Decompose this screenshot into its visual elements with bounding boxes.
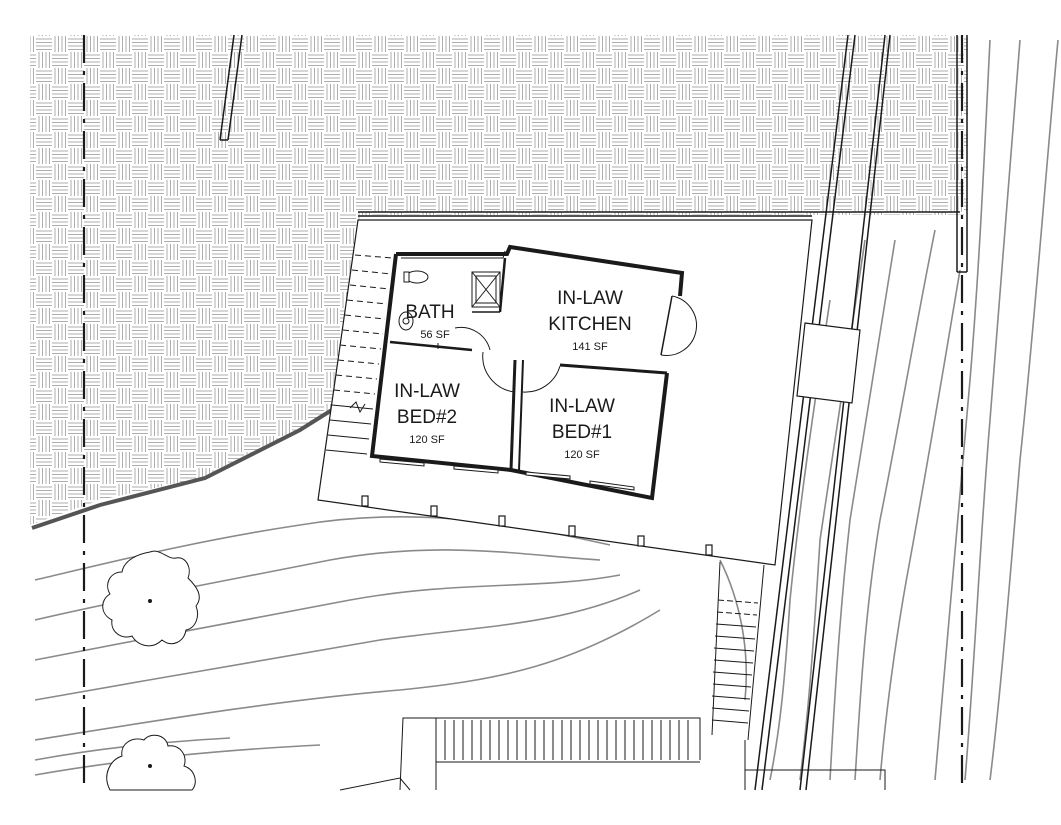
room-label-kitchen: IN-LAW KITCHEN 141 SF	[548, 288, 631, 353]
road-bridge	[796, 322, 861, 404]
side-stairs	[325, 254, 394, 455]
deck-posts	[361, 495, 713, 556]
building-walls	[369, 244, 685, 501]
windows	[379, 458, 635, 491]
bed1-area: 120 SF	[564, 449, 600, 461]
kitchen-name-line2: KITCHEN	[548, 314, 631, 335]
site-edge-line	[31, 406, 337, 530]
bed2-name-line1: IN-LAW	[394, 381, 460, 402]
bath-area: 56 SF	[420, 329, 450, 341]
kitchen-name-line1: IN-LAW	[557, 288, 623, 309]
road-lines	[219, 34, 968, 791]
bath-fixtures	[398, 270, 501, 331]
property-lines	[82, 35, 964, 790]
south-stairs	[711, 561, 765, 741]
room-label-bed1: IN-LAW BED#1 120 SF	[549, 396, 615, 461]
tree-symbol	[102, 550, 200, 647]
lower-stairs	[339, 717, 886, 791]
room-label-bath: BATH 56 SF	[405, 302, 454, 341]
paving-area	[30, 35, 968, 525]
bed1-name-line1: IN-LAW	[549, 396, 615, 417]
kitchen-area: 141 SF	[572, 341, 608, 353]
deck-outline	[317, 219, 813, 566]
bed2-area: 120 SF	[409, 434, 445, 446]
bed2-name-line2: BED#2	[397, 407, 457, 428]
door-swings	[454, 295, 697, 393]
tree-symbol-lower	[106, 734, 196, 791]
room-label-bed2: IN-LAW BED#2 120 SF	[394, 381, 460, 446]
bed1-name-line2: BED#1	[552, 422, 612, 443]
contour-lines	[34, 39, 1059, 781]
bath-name: BATH	[405, 302, 454, 323]
